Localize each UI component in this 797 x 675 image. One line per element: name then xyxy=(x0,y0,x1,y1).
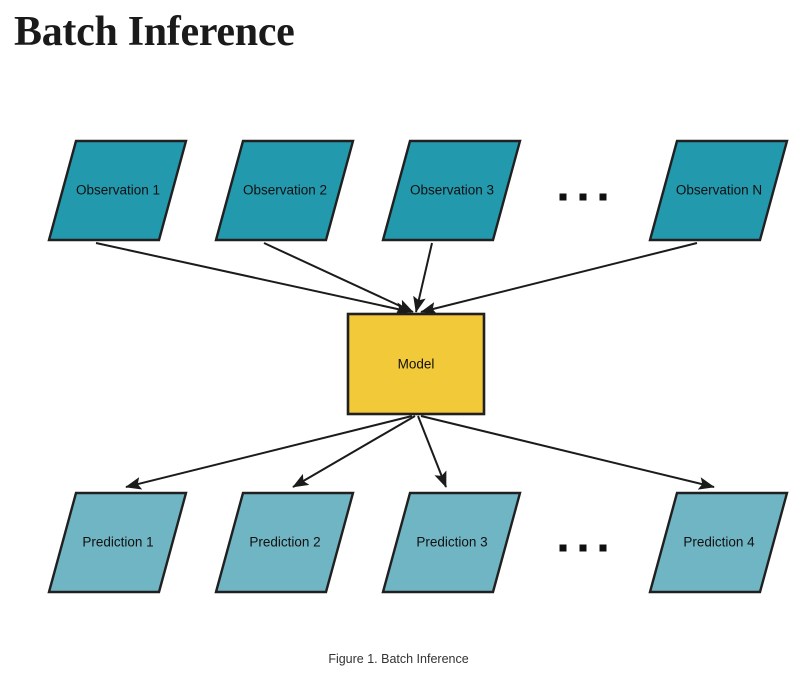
observation-node[interactable] xyxy=(47,139,188,242)
figure-caption: Figure 1. Batch Inference xyxy=(328,652,469,666)
prediction-4-shape[interactable] xyxy=(648,491,789,594)
observation-n-shape[interactable] xyxy=(648,139,789,242)
prediction-3-shape[interactable] xyxy=(381,491,522,594)
observation-node[interactable] xyxy=(648,139,789,242)
observation-node[interactable] xyxy=(214,139,355,242)
arrow-observation-3-to-model xyxy=(413,242,433,313)
prediction-2-shape[interactable] xyxy=(214,491,355,594)
observations-ellipsis-icon xyxy=(559,193,607,201)
observation-2-shape[interactable] xyxy=(214,139,355,242)
prediction-node[interactable] xyxy=(214,491,355,594)
arrow-model-to-prediction-4 xyxy=(420,415,715,490)
arrow-model-to-prediction-2 xyxy=(292,415,416,488)
observation-node[interactable] xyxy=(381,139,522,242)
arrow-observation-2-to-model xyxy=(263,242,414,313)
page-title: Batch Inference xyxy=(14,9,295,55)
prediction-1-shape[interactable] xyxy=(47,491,188,594)
prediction-node[interactable] xyxy=(381,491,522,594)
observation-3-shape[interactable] xyxy=(381,139,522,242)
prediction-node[interactable] xyxy=(47,491,188,594)
model-shape[interactable] xyxy=(346,312,486,416)
arrow-observation-1-to-model xyxy=(95,242,412,315)
arrow-model-to-prediction-3 xyxy=(417,415,447,488)
observation-1-shape[interactable] xyxy=(47,139,188,242)
prediction-node[interactable] xyxy=(648,491,789,594)
arrow-model-to-prediction-1 xyxy=(125,415,413,490)
predictions-ellipsis-icon xyxy=(559,544,607,552)
model-node[interactable] xyxy=(346,312,486,416)
arrow-observation-n-to-model xyxy=(420,242,698,315)
